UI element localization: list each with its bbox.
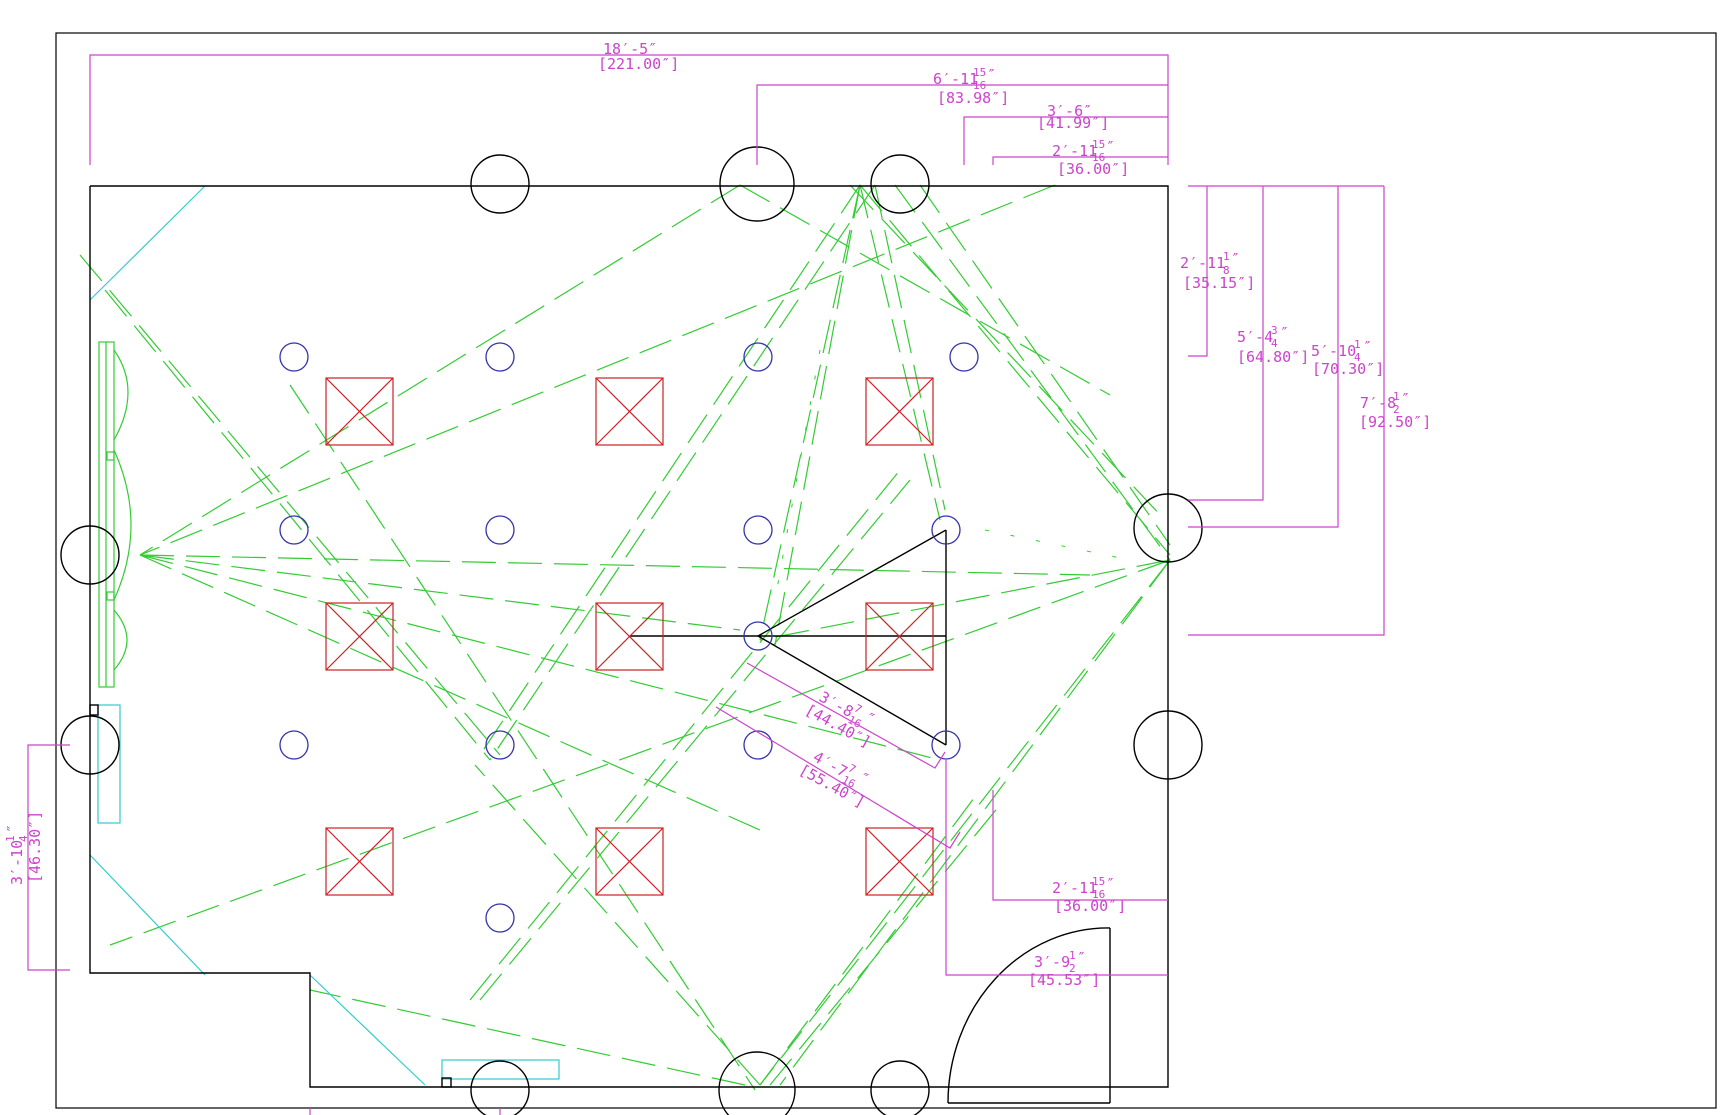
speaker-r2c2	[595, 602, 664, 671]
dim-d1-ftin: 6′-11	[933, 70, 978, 88]
door	[947, 927, 1111, 1104]
dim-v1-unit: ″	[1231, 250, 1240, 268]
dim-left-v-num: 1	[4, 835, 17, 842]
light-beam-pattern	[79, 184, 1171, 1091]
speaker-r1c3	[865, 377, 934, 446]
speakers	[325, 377, 934, 896]
dim-d3-ftin: 2′-11	[1052, 142, 1097, 160]
dim-d2-inches: [41.99″]	[1037, 114, 1109, 132]
dim-v2-inches: [64.80″]	[1237, 348, 1309, 366]
wall-fixtures	[60, 146, 1203, 1115]
aux-panel-bottom	[441, 1059, 560, 1080]
speaker-r3c2	[595, 827, 664, 896]
dim-v3-den: 4	[1354, 351, 1361, 364]
fixture-right-1	[1133, 493, 1203, 563]
dim-v3-inches: [70.30″]	[1312, 360, 1384, 378]
dim-door-den: 2	[1069, 962, 1076, 975]
fixture-bottom-1	[470, 1060, 530, 1115]
dim-lower-h-num: 15	[1092, 875, 1105, 888]
dim-lower-h-den: 16	[1092, 888, 1105, 901]
speaker-r3c3	[865, 827, 934, 896]
dim-door-num: 1	[1069, 949, 1076, 962]
dim-v2-unit: ″	[1280, 324, 1289, 342]
dim-diag2-unit: ″	[856, 768, 873, 788]
projection-screen	[98, 341, 132, 688]
fixture-top-3	[870, 154, 930, 214]
dim-diag1-unit: ″	[862, 708, 879, 728]
drawing-border	[55, 32, 1717, 1109]
dim-v4-unit: ″	[1401, 390, 1410, 408]
dim-d3-num: 15	[1092, 138, 1105, 151]
dim-lower-h-ftin: 2′-11	[1052, 879, 1097, 897]
speaker-r1c2	[595, 377, 664, 446]
dim-v4-den: 2	[1393, 403, 1400, 416]
dim-v2-ftin: 5′-4	[1237, 328, 1273, 346]
dim-v3-ftin: 5′-10	[1311, 342, 1356, 360]
dimension-lines	[27, 54, 1385, 1115]
dim-left-v-inches: [46.30″]	[26, 811, 44, 883]
dimension-labels: 18′-5″ [221.00″] 6′-11 15 16 ″ [83.98″] …	[4, 40, 1431, 989]
fixture-top-1	[470, 154, 530, 214]
dim-door-inches: [45.53″]	[1028, 971, 1100, 989]
fixture-right-2	[1133, 710, 1203, 780]
dim-d1-num: 15	[973, 66, 986, 79]
dim-overall-width-inches: [221.00″]	[598, 55, 679, 73]
dim-d1-inches: [83.98″]	[937, 89, 1009, 107]
aux-elements	[89, 185, 560, 1086]
downlights	[279, 342, 979, 933]
room-walls	[89, 185, 1169, 1088]
dim-v3-num: 1	[1354, 338, 1361, 351]
dim-door-ftin: 3′-9	[1034, 953, 1070, 971]
dim-left-v-unit: ″	[4, 824, 22, 833]
dim-d1-unit: ″	[987, 66, 996, 84]
dim-v2-num: 3	[1271, 324, 1278, 337]
dim-lower-h-unit: ″	[1106, 875, 1115, 893]
dim-v4-ftin: 7′-8	[1360, 394, 1396, 412]
speaker-r2c3	[865, 602, 934, 671]
speaker-r1c1	[325, 377, 394, 446]
dim-v4-num: 1	[1393, 390, 1400, 403]
dim-d3-unit: ″	[1106, 138, 1115, 156]
dim-v4-inches: [92.50″]	[1359, 413, 1431, 431]
fixture-bottom-3	[870, 1060, 930, 1115]
dim-left-v-den: 4	[17, 835, 30, 842]
aux-panel-left	[97, 704, 121, 824]
dim-d2: 3′-6″	[1047, 102, 1092, 120]
dim-overall-width: 18′-5″	[603, 40, 657, 58]
dim-d1-den: 16	[973, 79, 986, 92]
dim-lower-h-inches: [36.00″]	[1054, 897, 1126, 915]
light-beam-ticks	[774, 349, 1131, 601]
dim-v1-den: 8	[1223, 264, 1230, 277]
fixture-bottom-2	[718, 1051, 796, 1115]
dim-v1-num: 1	[1223, 250, 1230, 263]
dim-v3-unit: ″	[1363, 338, 1372, 356]
dim-v2-den: 4	[1271, 337, 1278, 350]
dim-diag2-den: 16	[840, 773, 858, 791]
dim-v1-ftin: 2′-11	[1180, 254, 1225, 272]
speaker-r3c1	[325, 827, 394, 896]
dim-d3-den: 16	[1092, 151, 1105, 164]
dim-v1-inches: [35.15″]	[1183, 274, 1255, 292]
speaker-r2c1	[325, 602, 394, 671]
dim-d3-inches: [36.00″]	[1057, 160, 1129, 178]
dim-diag1-den: 16	[846, 713, 864, 731]
dim-left-v-ftin: 3′-10	[8, 840, 26, 885]
fixture-left-1	[60, 525, 120, 585]
dim-door-unit: ″	[1077, 949, 1086, 967]
